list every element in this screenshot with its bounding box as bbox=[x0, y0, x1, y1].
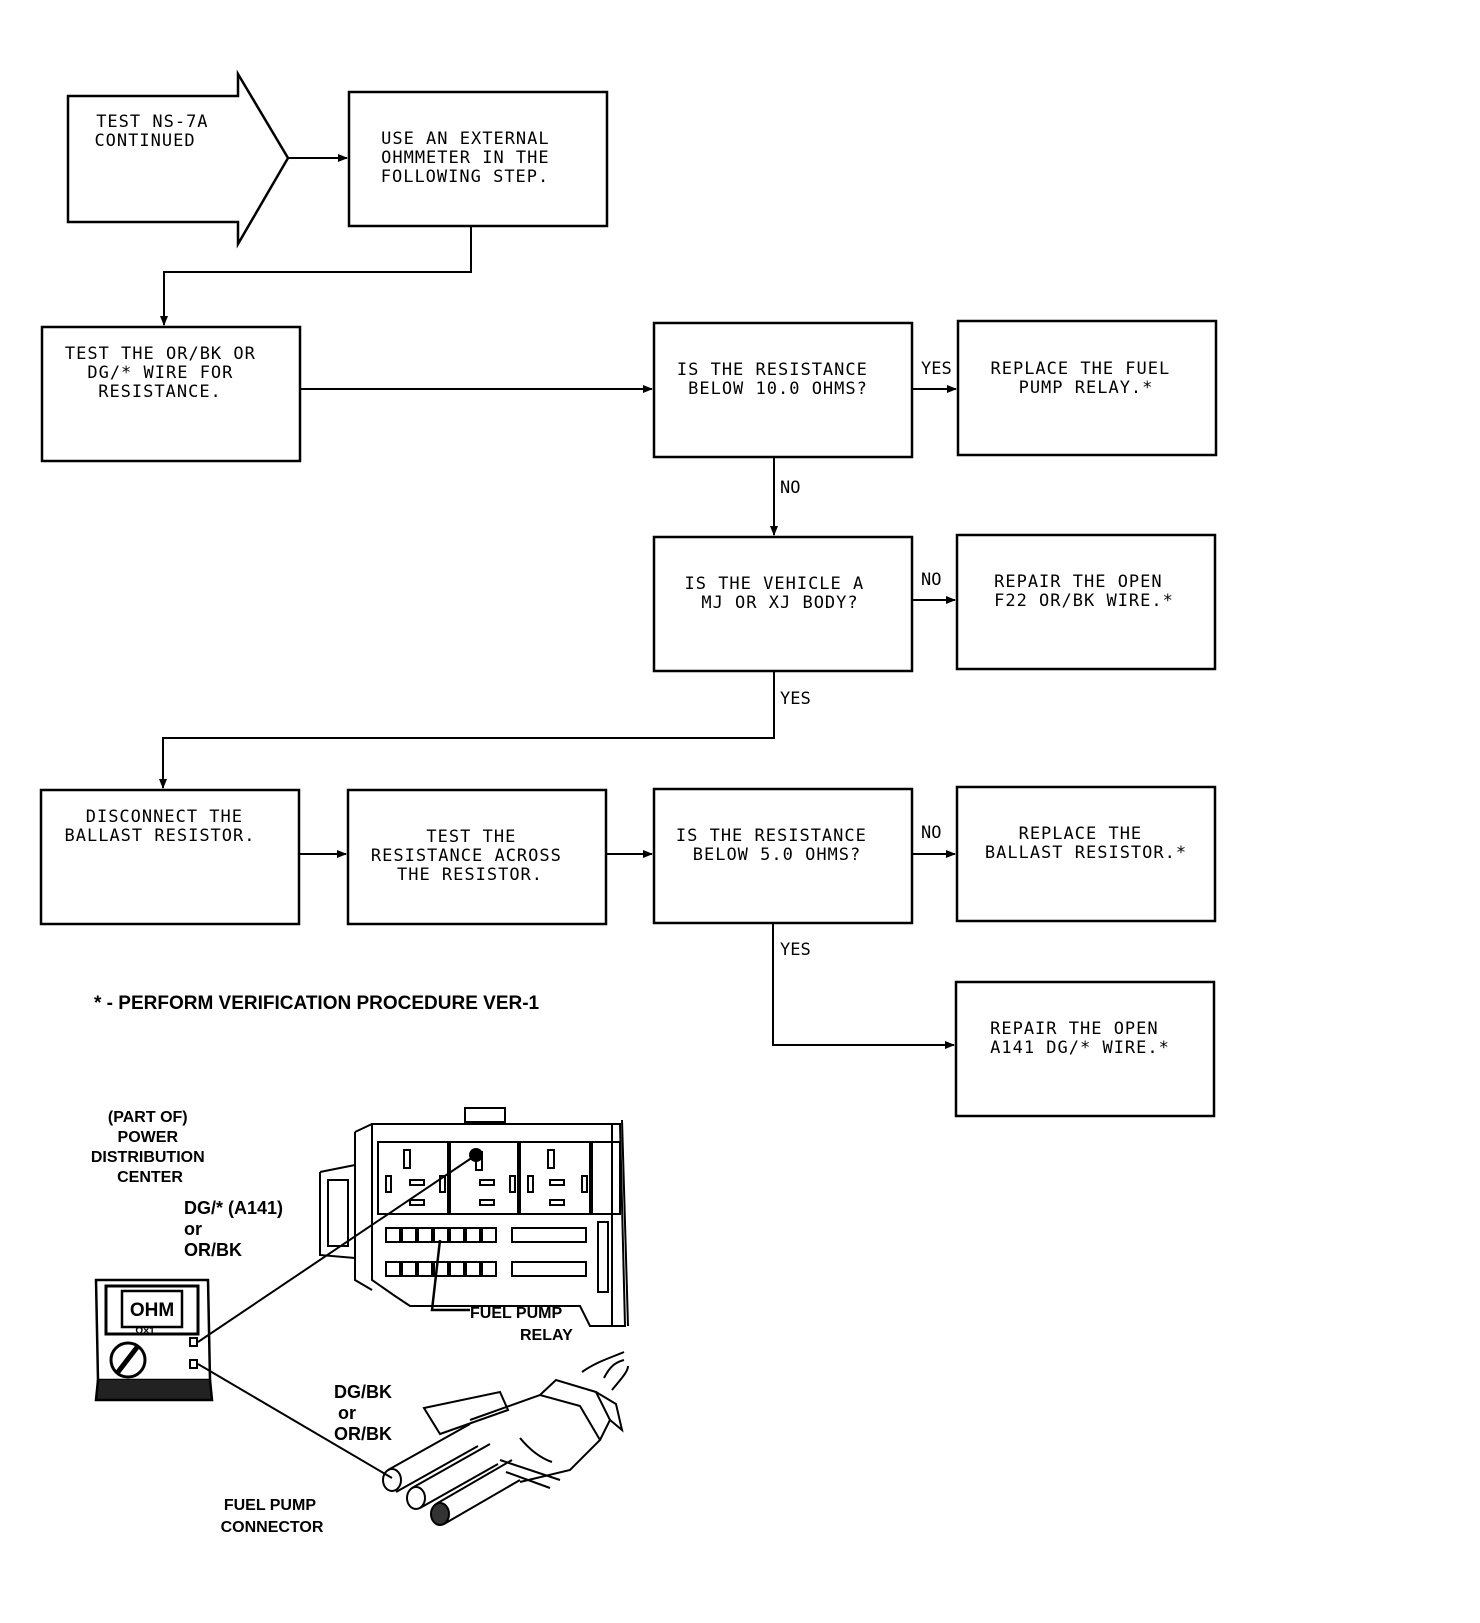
relay-label: FUEL PUMP RELAY bbox=[470, 1305, 573, 1344]
start-node: TEST NS-7A CONTINUED bbox=[66, 69, 290, 249]
repair-a141-node-text: REPAIR THE OPEN A141 DG/* WIRE.* bbox=[990, 1019, 1170, 1058]
meter-display: OHM bbox=[130, 1300, 174, 1321]
verification-footnote: * - PERFORM VERIFICATION PROCEDURE VER-1 bbox=[94, 993, 540, 1014]
edge-label-no-1: NO bbox=[780, 478, 800, 498]
wire-label-bottom: DG/BK or OR/BK bbox=[334, 1382, 397, 1444]
resistance-5-decision: IS THE RESISTANCE BELOW 5.0 OHMS? bbox=[652, 787, 914, 925]
relay-pointer bbox=[430, 1239, 470, 1312]
ohmmeter-node: USE AN EXTERNAL OHMMETER IN THE FOLLOWIN… bbox=[347, 90, 609, 228]
repair-f22-node-text: REPAIR THE OPEN F22 OR/BK WIRE.* bbox=[994, 572, 1174, 611]
test-across-node-text: TEST THE RESISTANCE ACROSS THE RESISTOR. bbox=[371, 827, 573, 885]
ohmmeter-device bbox=[94, 1278, 214, 1402]
resistance-10-decision-text: IS THE RESISTANCE BELOW 10.0 OHMS? bbox=[677, 360, 879, 399]
meter-range-label: Ω×1 bbox=[135, 1326, 155, 1337]
power-center-label: (PART OF) POWER DISTRIBUTION CENTER bbox=[91, 1109, 209, 1186]
edge-label-yes-3: YES bbox=[780, 940, 811, 960]
resistance-10-decision: IS THE RESISTANCE BELOW 10.0 OHMS? bbox=[652, 321, 914, 459]
probe-wire-bottom bbox=[197, 1363, 393, 1479]
test-wire-node-text: TEST THE OR/BK OR DG/* WIRE FOR RESISTAN… bbox=[65, 344, 267, 402]
replace-ballast-node: REPLACE THE BALLAST RESISTOR.* bbox=[955, 785, 1217, 923]
edge-ohmmeter-testwire bbox=[160, 226, 472, 326]
test-wire-node: TEST THE OR/BK OR DG/* WIRE FOR RESISTAN… bbox=[40, 325, 302, 463]
power-distribution-center bbox=[319, 1107, 629, 1327]
replace-relay-node: REPLACE THE FUEL PUMP RELAY.* bbox=[956, 319, 1218, 457]
connectors bbox=[159, 154, 957, 1049]
repair-a141-node: REPAIR THE OPEN A141 DG/* WIRE.* bbox=[954, 980, 1216, 1118]
vehicle-body-decision: IS THE VEHICLE A MJ OR XJ BODY? bbox=[652, 535, 914, 673]
edge-vehicle-disconnect bbox=[159, 671, 775, 789]
repair-f22-node: REPAIR THE OPEN F22 OR/BK WIRE.* bbox=[955, 533, 1217, 671]
disconnect-ballast-node-text: DISCONNECT THE BALLAST RESISTOR. bbox=[65, 807, 256, 846]
wiring-illustration: OHM Ω×1 (PART OF) POWER DISTRI bbox=[91, 1107, 629, 1536]
edge-label-yes-1: YES bbox=[921, 359, 952, 379]
disconnect-ballast-node: DISCONNECT THE BALLAST RESISTOR. bbox=[39, 788, 301, 926]
resistance-5-decision-text: IS THE RESISTANCE BELOW 5.0 OHMS? bbox=[676, 826, 878, 865]
edge-q5-a141 bbox=[772, 923, 955, 1049]
edge-label-yes-2: YES bbox=[780, 689, 811, 709]
edge-label-no-3: NO bbox=[921, 823, 941, 843]
edge-label-no-2: NO bbox=[921, 570, 941, 590]
replace-relay-node-text: REPLACE THE FUEL PUMP RELAY.* bbox=[990, 359, 1181, 398]
vehicle-body-decision-text: IS THE VEHICLE A MJ OR XJ BODY? bbox=[684, 574, 875, 613]
fuel-pump-connector bbox=[382, 1351, 629, 1526]
replace-ballast-node-text: REPLACE THE BALLAST RESISTOR.* bbox=[985, 824, 1187, 863]
connector-label: FUEL PUMP CONNECTOR bbox=[221, 1497, 324, 1536]
test-across-node: TEST THE RESISTANCE ACROSS THE RESISTOR. bbox=[346, 788, 608, 926]
ohmmeter-node-text: USE AN EXTERNAL OHMMETER IN THE FOLLOWIN… bbox=[381, 129, 561, 187]
wire-label-top: DG/* (A141) or OR/BK bbox=[184, 1198, 288, 1260]
start-node-text: TEST NS-7A CONTINUED bbox=[94, 112, 219, 151]
probe-wire-top bbox=[197, 1154, 477, 1343]
